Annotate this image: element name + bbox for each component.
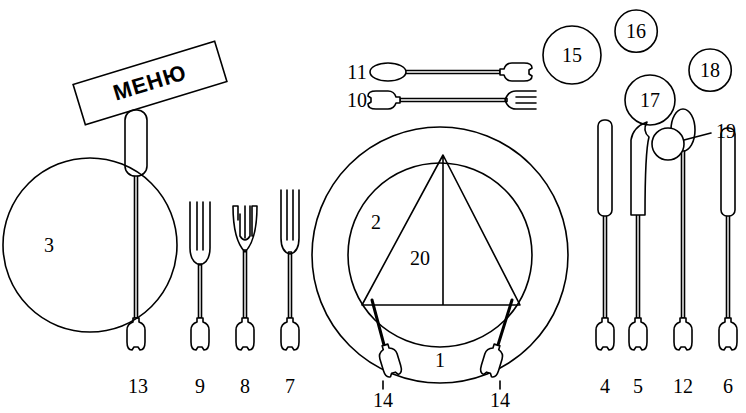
- glass: 17: [624, 74, 676, 126]
- callout-number: 14: [373, 390, 393, 410]
- leader-line: [684, 133, 711, 140]
- table-fork: [281, 190, 299, 350]
- menu-card: МЕНЮ: [72, 40, 228, 126]
- dinner-plate: [312, 127, 568, 383]
- callout-number: 7: [285, 376, 295, 396]
- callout-number: 10: [347, 90, 367, 110]
- glass: 16: [614, 9, 658, 53]
- callout-number: 17: [640, 90, 660, 110]
- callout-number: 5: [633, 376, 643, 396]
- callout-number: 4: [600, 376, 610, 396]
- small-glass: [652, 128, 684, 160]
- callout-number: 6: [723, 376, 733, 396]
- inner-plate: [348, 163, 532, 347]
- callout-number: 20: [410, 248, 430, 268]
- callout-number: 14: [490, 390, 510, 410]
- callout-number: 11: [347, 62, 366, 82]
- fork: [190, 202, 210, 350]
- menu-text: МЕНЮ: [110, 60, 190, 107]
- callout-number: 12: [673, 376, 693, 396]
- callout-number: 13: [128, 376, 148, 396]
- callout-number: 8: [240, 376, 250, 396]
- callout-number: 19: [716, 121, 736, 141]
- circle-outline: [2, 157, 178, 333]
- callout-number: 2: [371, 212, 381, 232]
- napkin-forks: [372, 300, 512, 389]
- dessert-spoon: [370, 63, 532, 81]
- callout-number: 9: [195, 376, 205, 396]
- snack-knife: [719, 128, 737, 350]
- glass: 18: [688, 48, 732, 92]
- table-knife: [596, 120, 614, 350]
- callout-number: 1: [435, 350, 445, 370]
- napkin: [362, 155, 520, 305]
- glass: 15: [542, 25, 602, 85]
- callout-number: 18: [700, 60, 720, 80]
- callout-number: 16: [626, 21, 646, 41]
- callout-number: 3: [44, 235, 54, 255]
- fish-fork: [233, 206, 257, 350]
- bread-plate: 3: [2, 157, 178, 333]
- fish-knife: [629, 122, 649, 350]
- callout-number: 15: [562, 45, 582, 65]
- dessert-fork: [368, 91, 536, 109]
